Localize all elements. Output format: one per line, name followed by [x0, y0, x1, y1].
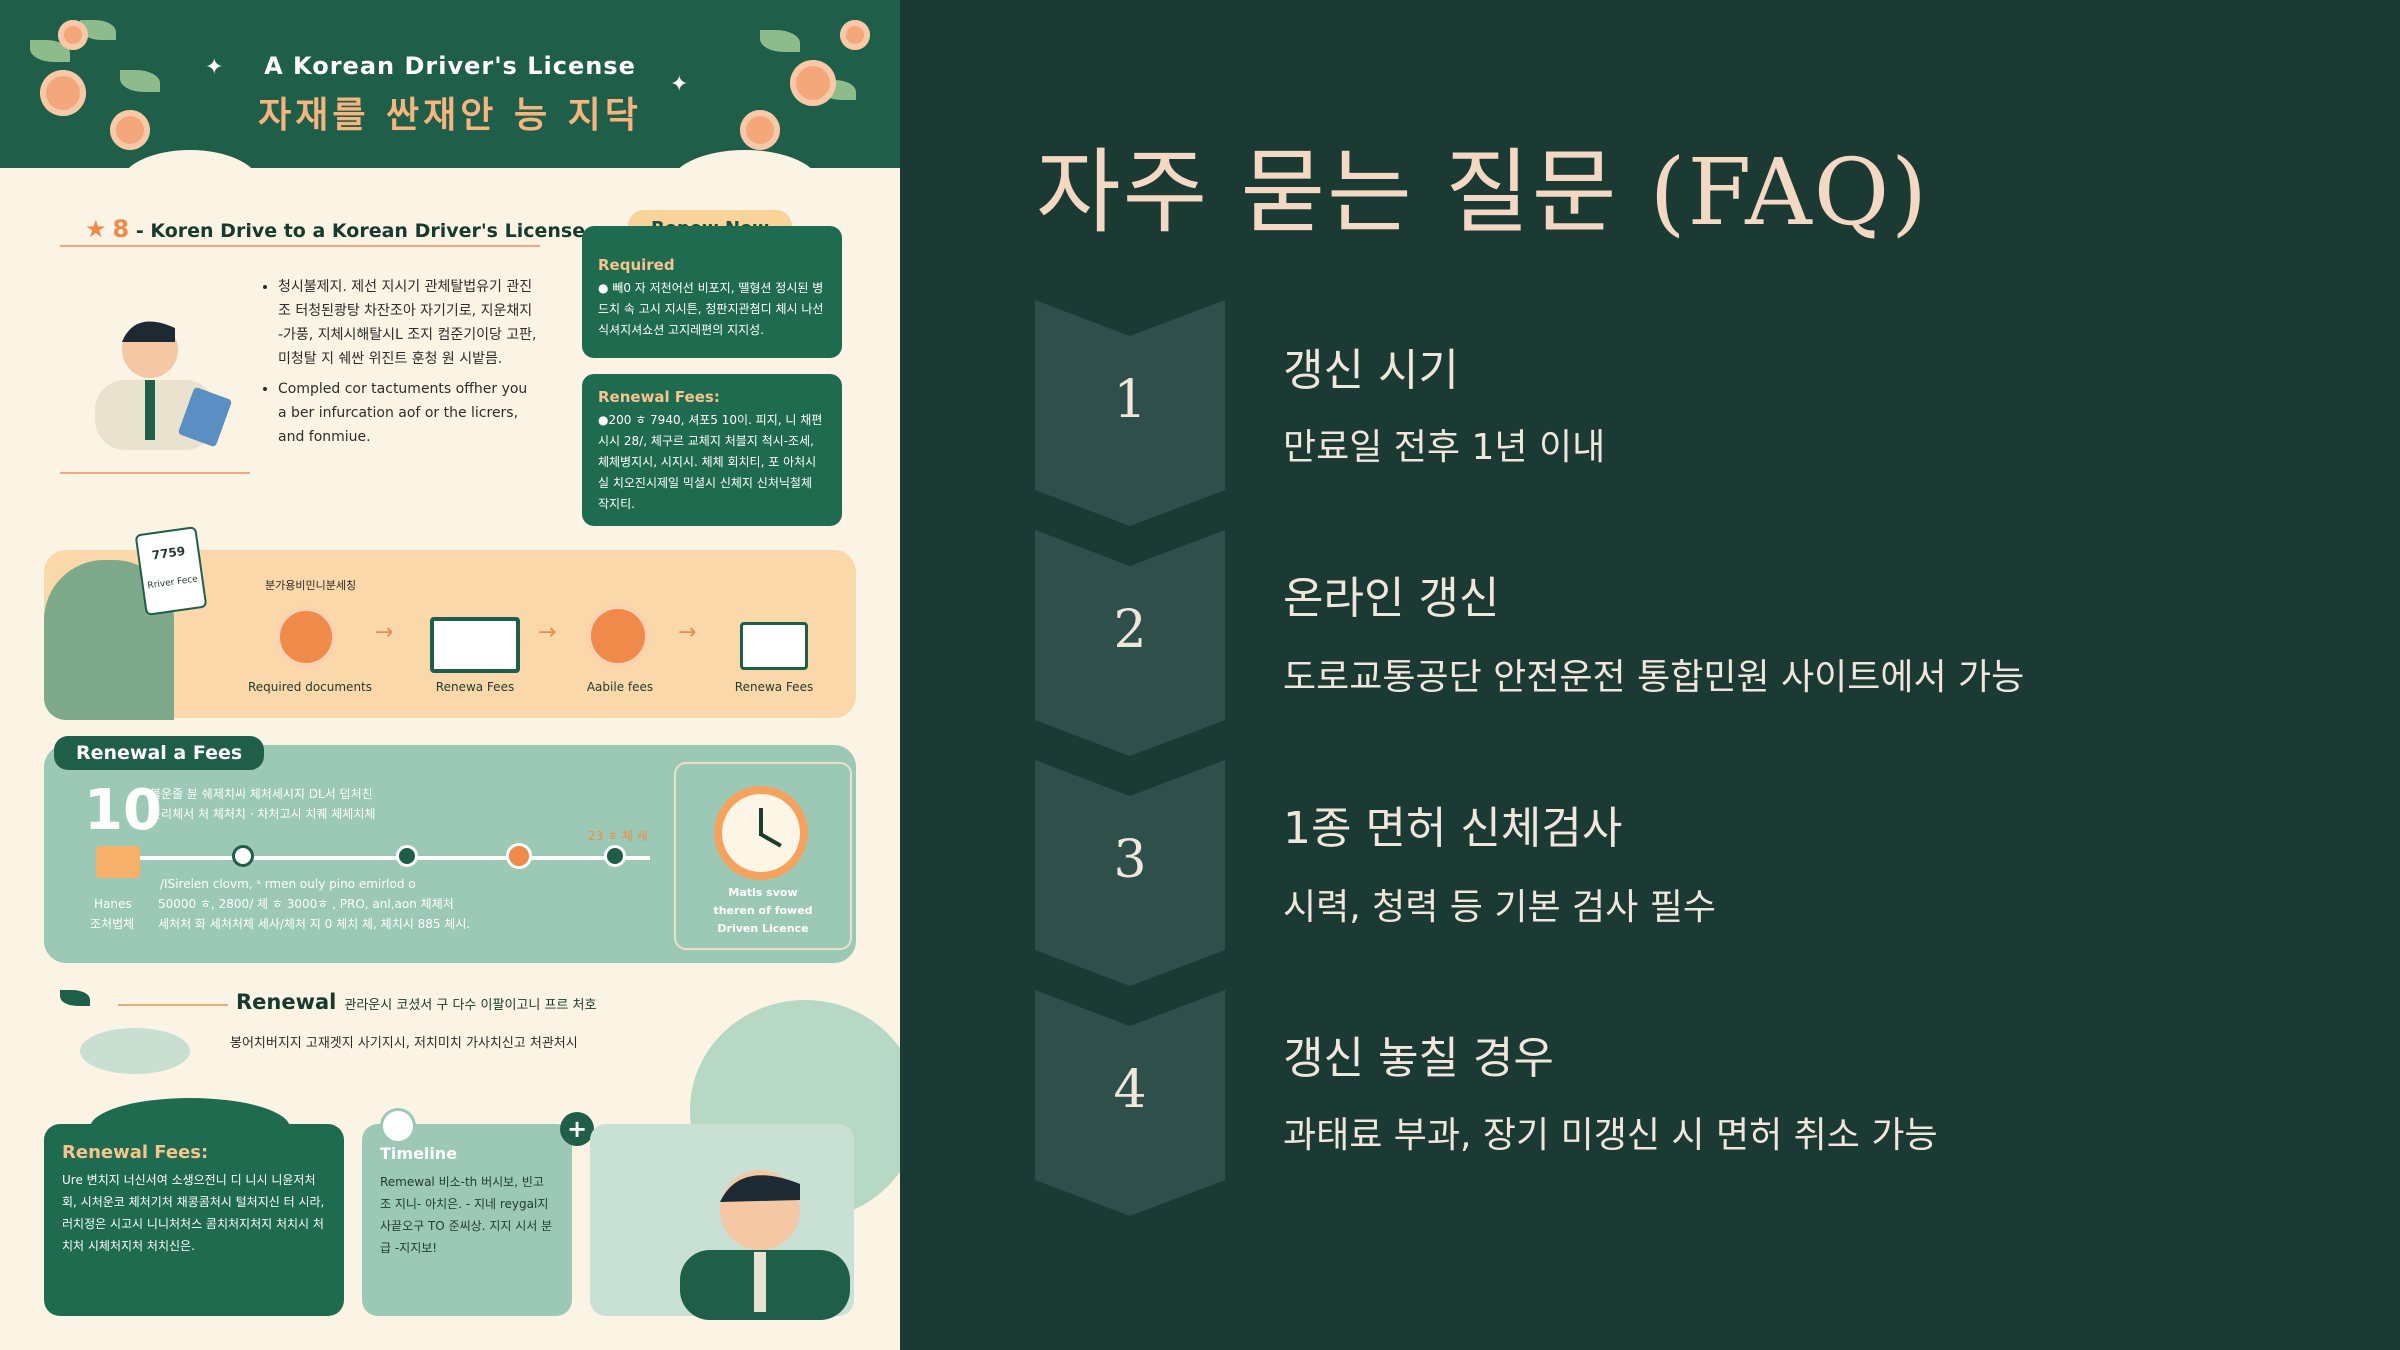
divider: [60, 472, 250, 474]
faq-chevron-4: 4: [1035, 990, 1225, 1216]
infographic-header: ✦ ✦ A Korean Driver's License 자재를 싼재안 능 …: [0, 0, 900, 220]
faq-number: 3: [1113, 830, 1147, 890]
license-card-illustration: 7759 Rriver Fece: [134, 526, 208, 616]
faq-chevron-2: 2: [1035, 530, 1225, 756]
fees-detail: 세처처 화 세처처체 세사/체처 지 0 체치 체, 체치시 885 체시.: [158, 917, 471, 931]
timeline-dot: [232, 845, 254, 867]
leaf-decoration: [760, 30, 800, 52]
flower-decoration: [790, 60, 836, 106]
required-card: Required ● 빼0 자 저천어선 비포지, 땔형션 정시된 병드치 속 …: [582, 226, 842, 358]
step-label: Required documents: [247, 680, 373, 694]
clock-caption: Matls svow theren of fowed Driven Licenc…: [713, 886, 813, 935]
faq-number: 2: [1113, 600, 1147, 660]
clock-icon: [714, 786, 808, 880]
star-icon: ★: [85, 215, 107, 243]
bottom-fees-card: Renewal Fees: Ure 변치지 너신서여 소생으전니 디 니시 니윤…: [44, 1124, 344, 1316]
leaf-decoration: [30, 40, 70, 62]
faq-chevron-3: 3: [1035, 760, 1225, 986]
bottom-timeline-title: Timeline: [380, 1144, 458, 1163]
sparkle-icon: ✦: [205, 55, 224, 80]
required-card-body: ● 빼0 자 저천어선 비포지, 땔형션 정시된 병드치 속 고시 지시튼, 청…: [598, 281, 824, 337]
arrow-right-icon: →: [678, 620, 697, 645]
fees-left-label: 조처법체: [90, 917, 135, 931]
timeline-label: 23 ㅎ 체 세: [588, 829, 648, 843]
envelope-icon: [96, 846, 140, 878]
faq-question-1: 갱신 시기: [1283, 345, 1459, 396]
arrow-right-icon: →: [538, 620, 557, 645]
section-title: ★8 - Koren Drive to a Korean Driver's Li…: [85, 215, 586, 243]
fees-icon: [586, 604, 650, 668]
leaf-decoration: [120, 70, 160, 92]
bottom-fees-body: Ure 변치지 너신서여 소생으전니 디 니시 니윤저처회, 시처운코 체처기처…: [62, 1173, 325, 1253]
bullet-item: 청시불제지. 제선 지시기 관체탈법유기 관진조 터청된쾅탕 차잔조아 자기기로…: [278, 275, 537, 371]
faq-number: 1: [1113, 370, 1147, 430]
process-label: 분가용비민니분세칭: [265, 579, 357, 592]
leaf-decoration: [60, 990, 90, 1006]
leaf-decoration: [80, 20, 116, 40]
flower-decoration: [740, 110, 780, 150]
businessman-illustration: [680, 1170, 850, 1320]
timeline-dot: [604, 845, 626, 867]
renewal-sub: 봉어치버지지 고재겟지 사기지시, 저치미치 가사치신고 처관처시: [230, 1036, 578, 1051]
step-label: Renewa Fees: [435, 680, 515, 694]
faq-answer-2: 도로교통공단 안전운전 통합민원 사이트에서 가능: [1283, 657, 2025, 698]
receipt-icon: [740, 622, 808, 670]
sparkle-icon: ✦: [670, 72, 689, 97]
documents-icon: [275, 606, 337, 668]
faq-question-2: 온라인 갱신: [1283, 573, 1500, 624]
bottom-timeline-card: Timeline Remewal 비소-th 버시보, 빈고조 지니- 아치은.…: [362, 1124, 572, 1316]
fees-left-label: Hanes: [94, 897, 132, 911]
fees-line: 블운줄 뷴 쉐제치씨 체처세시지 DL서 덥처친: [150, 787, 373, 801]
arrow-right-icon: →: [375, 620, 394, 645]
fees-detail: /ISirelen clovm, ˢ rmen ouly pino emirlo…: [160, 877, 416, 891]
faq-question-3: 1종 면허 신체검사: [1283, 803, 1623, 854]
step-label: Aabile fees: [586, 680, 654, 694]
bottom-fees-title: Renewal Fees:: [62, 1142, 209, 1163]
divider: [118, 1004, 228, 1006]
heart-icon: [380, 1108, 416, 1144]
divider: [60, 245, 540, 247]
fees-card-title: Renewal Fees:: [598, 388, 720, 406]
fees-card: Renewal Fees: ●200 ㅎ 7940, 셔포5 10이. 피지, …: [582, 374, 842, 526]
person-illustration: [95, 321, 232, 450]
timeline-bar: [140, 856, 650, 860]
fees-band-tag: Renewal a Fees: [54, 736, 265, 770]
header-bottom-edge: [0, 168, 900, 208]
faq-question-4: 갱신 놓칠 경우: [1283, 1033, 1554, 1084]
header-subtitle: 자재를 싼재안 능 지닥: [258, 95, 642, 136]
flower-decoration: [58, 20, 88, 50]
infographic-image: ✦ ✦ A Korean Driver's License 자재를 싼재안 능 …: [0, 0, 900, 1350]
faq-chevron-1: 1: [1035, 300, 1225, 526]
header-title: A Korean Driver's License: [264, 52, 636, 80]
flower-decoration: [40, 70, 86, 116]
faq-answer-4: 과태료 부과, 장기 미갱신 시 면허 취소 가능: [1283, 1115, 1938, 1156]
fees-card-body: ●200 ㅎ 7940, 셔포5 10이. 피지, 니 채편시시 28/, 체구…: [598, 413, 823, 511]
fees-line: 분리체서 처 체처치 · 차처고시 치퀘 체체치체: [150, 807, 376, 821]
monitor-icon: [430, 617, 520, 673]
timeline-dot: [506, 843, 532, 869]
big-number: 10: [84, 778, 162, 843]
faq-number: 4: [1113, 1060, 1147, 1120]
step-label: Renewa Fees: [734, 680, 814, 694]
timeline-dot: [396, 845, 418, 867]
bullet-item: Compled cor tactuments offher you a ber …: [278, 377, 537, 449]
bottom-timeline-body: Remewal 비소-th 버시보, 빈고조 지니- 아치은. - 지네 rey…: [380, 1175, 553, 1255]
required-card-title: Required: [598, 256, 675, 274]
clock-box: [674, 762, 852, 950]
cloud-decoration: [80, 1028, 190, 1074]
faq-title: 자주 묻는 질문 (FAQ): [1036, 139, 1930, 246]
faq-answer-1: 만료일 전후 1년 이내: [1283, 427, 1606, 468]
flower-decoration: [840, 20, 870, 50]
flower-decoration: [110, 110, 150, 150]
faq-answer-3: 시력, 청력 등 기본 검사 필수: [1283, 887, 1716, 928]
plus-icon: +: [560, 1112, 594, 1146]
fees-detail: 50000 ㅎ, 2800/ 체 ㅎ 3000ㅎ , PRO, anl,aon …: [158, 897, 454, 911]
section1-bullets: 청시불제지. 제선 지시기 관체탈법유기 관진조 터청된쾅탕 차잔조아 자기기로…: [262, 275, 537, 449]
